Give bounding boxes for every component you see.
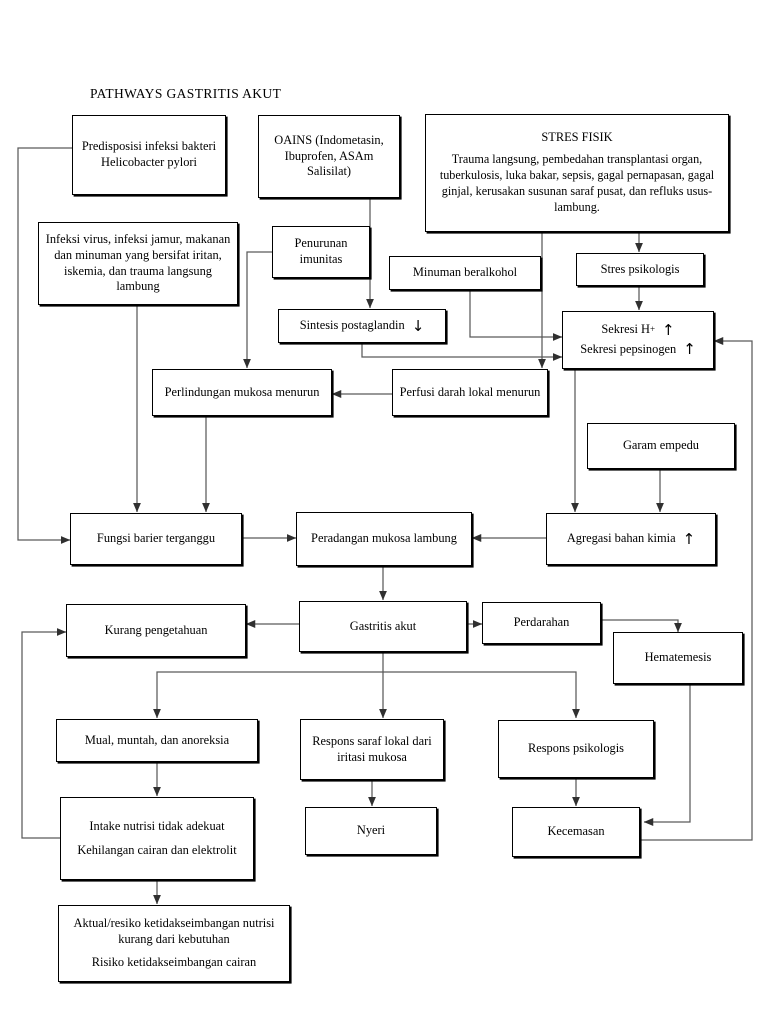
arrow-down-icon: ↓	[411, 316, 425, 335]
node-kecemasan-label: Kecemasan	[547, 824, 605, 839]
node-sintesis-postaglandin-row: Sintesis postaglandin ↓	[300, 318, 425, 334]
node-intake-nutrisi-para1: Intake nutrisi tidak adekuat	[89, 818, 225, 833]
node-kurang-pengetahuan[interactable]: Kurang pengetahuan	[66, 604, 246, 657]
node-respons-psikologis-label: Respons psikologis	[527, 741, 625, 756]
node-minuman-beralkohol[interactable]: Minuman beralkohol	[389, 256, 541, 290]
node-peradangan-mukosa-label: Peradangan mukosa lambung	[311, 531, 457, 546]
node-sekresi-line1-superscript: +	[649, 324, 656, 335]
node-perdarahan[interactable]: Perdarahan	[482, 602, 601, 644]
node-perlindungan-mukosa-label: Perlindungan mukosa menurun	[164, 384, 320, 399]
arrow-up-icon-3: ↑	[682, 529, 696, 548]
node-perfusi-darah[interactable]: Perfusi darah lokal menurun	[392, 369, 548, 416]
node-penurunan-imunitas[interactable]: Penurunan imunitas	[272, 226, 370, 278]
node-garam-empedu[interactable]: Garam empedu	[587, 423, 735, 469]
node-sekresi-line1: Sekresi H	[601, 322, 650, 337]
node-peradangan-mukosa[interactable]: Peradangan mukosa lambung	[296, 512, 472, 566]
node-infeksi-virus[interactable]: Infeksi virus, infeksi jamur, makanan da…	[38, 222, 238, 305]
node-aktual-resiko-para2: Risiko ketidakseimbangan cairan	[91, 955, 257, 970]
node-infeksi-virus-label: Infeksi virus, infeksi jamur, makanan da…	[45, 231, 231, 294]
node-garam-empedu-label: Garam empedu	[622, 438, 700, 453]
node-minuman-beralkohol-label: Minuman beralkohol	[412, 265, 518, 280]
node-gastritis-akut-label: Gastritis akut	[349, 618, 417, 633]
node-stres-fisik-body: Trauma langsung, pembedahan transplantas…	[439, 152, 715, 214]
arrow-up-icon-2: ↑	[683, 340, 696, 359]
node-sintesis-postaglandin[interactable]: Sintesis postaglandin ↓	[278, 309, 446, 343]
node-perlindungan-mukosa[interactable]: Perlindungan mukosa menurun	[152, 369, 332, 416]
node-fungsi-barier[interactable]: Fungsi barier terganggu	[70, 513, 242, 565]
arrow-up-icon-1: ↑	[662, 320, 675, 339]
node-stres-psikologis[interactable]: Stres psikologis	[576, 253, 704, 286]
node-hematemesis-label: Hematemesis	[644, 650, 712, 665]
node-gastritis-akut[interactable]: Gastritis akut	[299, 601, 467, 652]
node-stres-psikologis-label: Stres psikologis	[600, 261, 680, 276]
node-intake-nutrisi-para2: Kehilangan cairan dan elektrolit	[77, 842, 237, 857]
node-hematemesis[interactable]: Hematemesis	[613, 632, 743, 684]
node-predisposisi-label: Predisposisi infeksi bakteri Helicobacte…	[81, 139, 217, 169]
node-mual-muntah-label: Mual, muntah, dan anoreksia	[84, 732, 230, 747]
node-perdarahan-label: Perdarahan	[513, 615, 570, 630]
node-stres-fisik-heading: STRES FISIK	[541, 130, 613, 145]
node-sekresi-row1: Sekresi H+ ↑	[601, 322, 674, 338]
node-fungsi-barier-label: Fungsi barier terganggu	[96, 531, 216, 546]
node-sekresi-row2: Sekresi pepsinogen ↑	[580, 342, 696, 358]
node-stres-fisik[interactable]: STRES FISIK Trauma langsung, pembedahan …	[425, 114, 729, 232]
node-respons-saraf-label: Respons saraf lokal dari iritasi mukosa	[312, 733, 432, 764]
node-sekresi-line2: Sekresi pepsinogen	[580, 342, 677, 356]
node-perfusi-darah-label: Perfusi darah lokal menurun	[399, 384, 541, 399]
node-agregasi-kimia[interactable]: Agregasi bahan kimia ↑	[546, 513, 716, 565]
node-sekresi[interactable]: Sekresi H+ ↑ Sekresi pepsinogen ↑	[562, 311, 714, 369]
node-mual-muntah[interactable]: Mual, muntah, dan anoreksia	[56, 719, 258, 762]
node-nyeri[interactable]: Nyeri	[305, 807, 437, 855]
node-agregasi-kimia-row: Agregasi bahan kimia ↑	[567, 531, 695, 547]
node-sintesis-postaglandin-label: Sintesis postaglandin	[299, 318, 405, 333]
node-aktual-resiko-para1: Aktual/resiko ketidakseimbangan nutrisi …	[73, 915, 275, 946]
node-aktual-resiko[interactable]: Aktual/resiko ketidakseimbangan nutrisi …	[58, 905, 290, 982]
node-kurang-pengetahuan-label: Kurang pengetahuan	[104, 622, 208, 637]
node-nyeri-label: Nyeri	[356, 823, 386, 838]
node-agregasi-kimia-label: Agregasi bahan kimia	[566, 531, 676, 546]
node-predisposisi[interactable]: Predisposisi infeksi bakteri Helicobacte…	[72, 115, 226, 195]
node-respons-psikologis[interactable]: Respons psikologis	[498, 720, 654, 778]
node-respons-saraf[interactable]: Respons saraf lokal dari iritasi mukosa	[300, 719, 444, 780]
node-kecemasan[interactable]: Kecemasan	[512, 807, 640, 857]
node-intake-nutrisi[interactable]: Intake nutrisi tidak adekuat Kehilangan …	[60, 797, 254, 880]
node-oains-label: OAINS (Indometasin, Ibuprofen, ASAm Sali…	[274, 132, 384, 179]
page-title: PATHWAYS GASTRITIS AKUT	[90, 86, 282, 101]
node-oains[interactable]: OAINS (Indometasin, Ibuprofen, ASAm Sali…	[258, 115, 400, 198]
node-penurunan-imunitas-label: Penurunan imunitas	[294, 236, 348, 266]
